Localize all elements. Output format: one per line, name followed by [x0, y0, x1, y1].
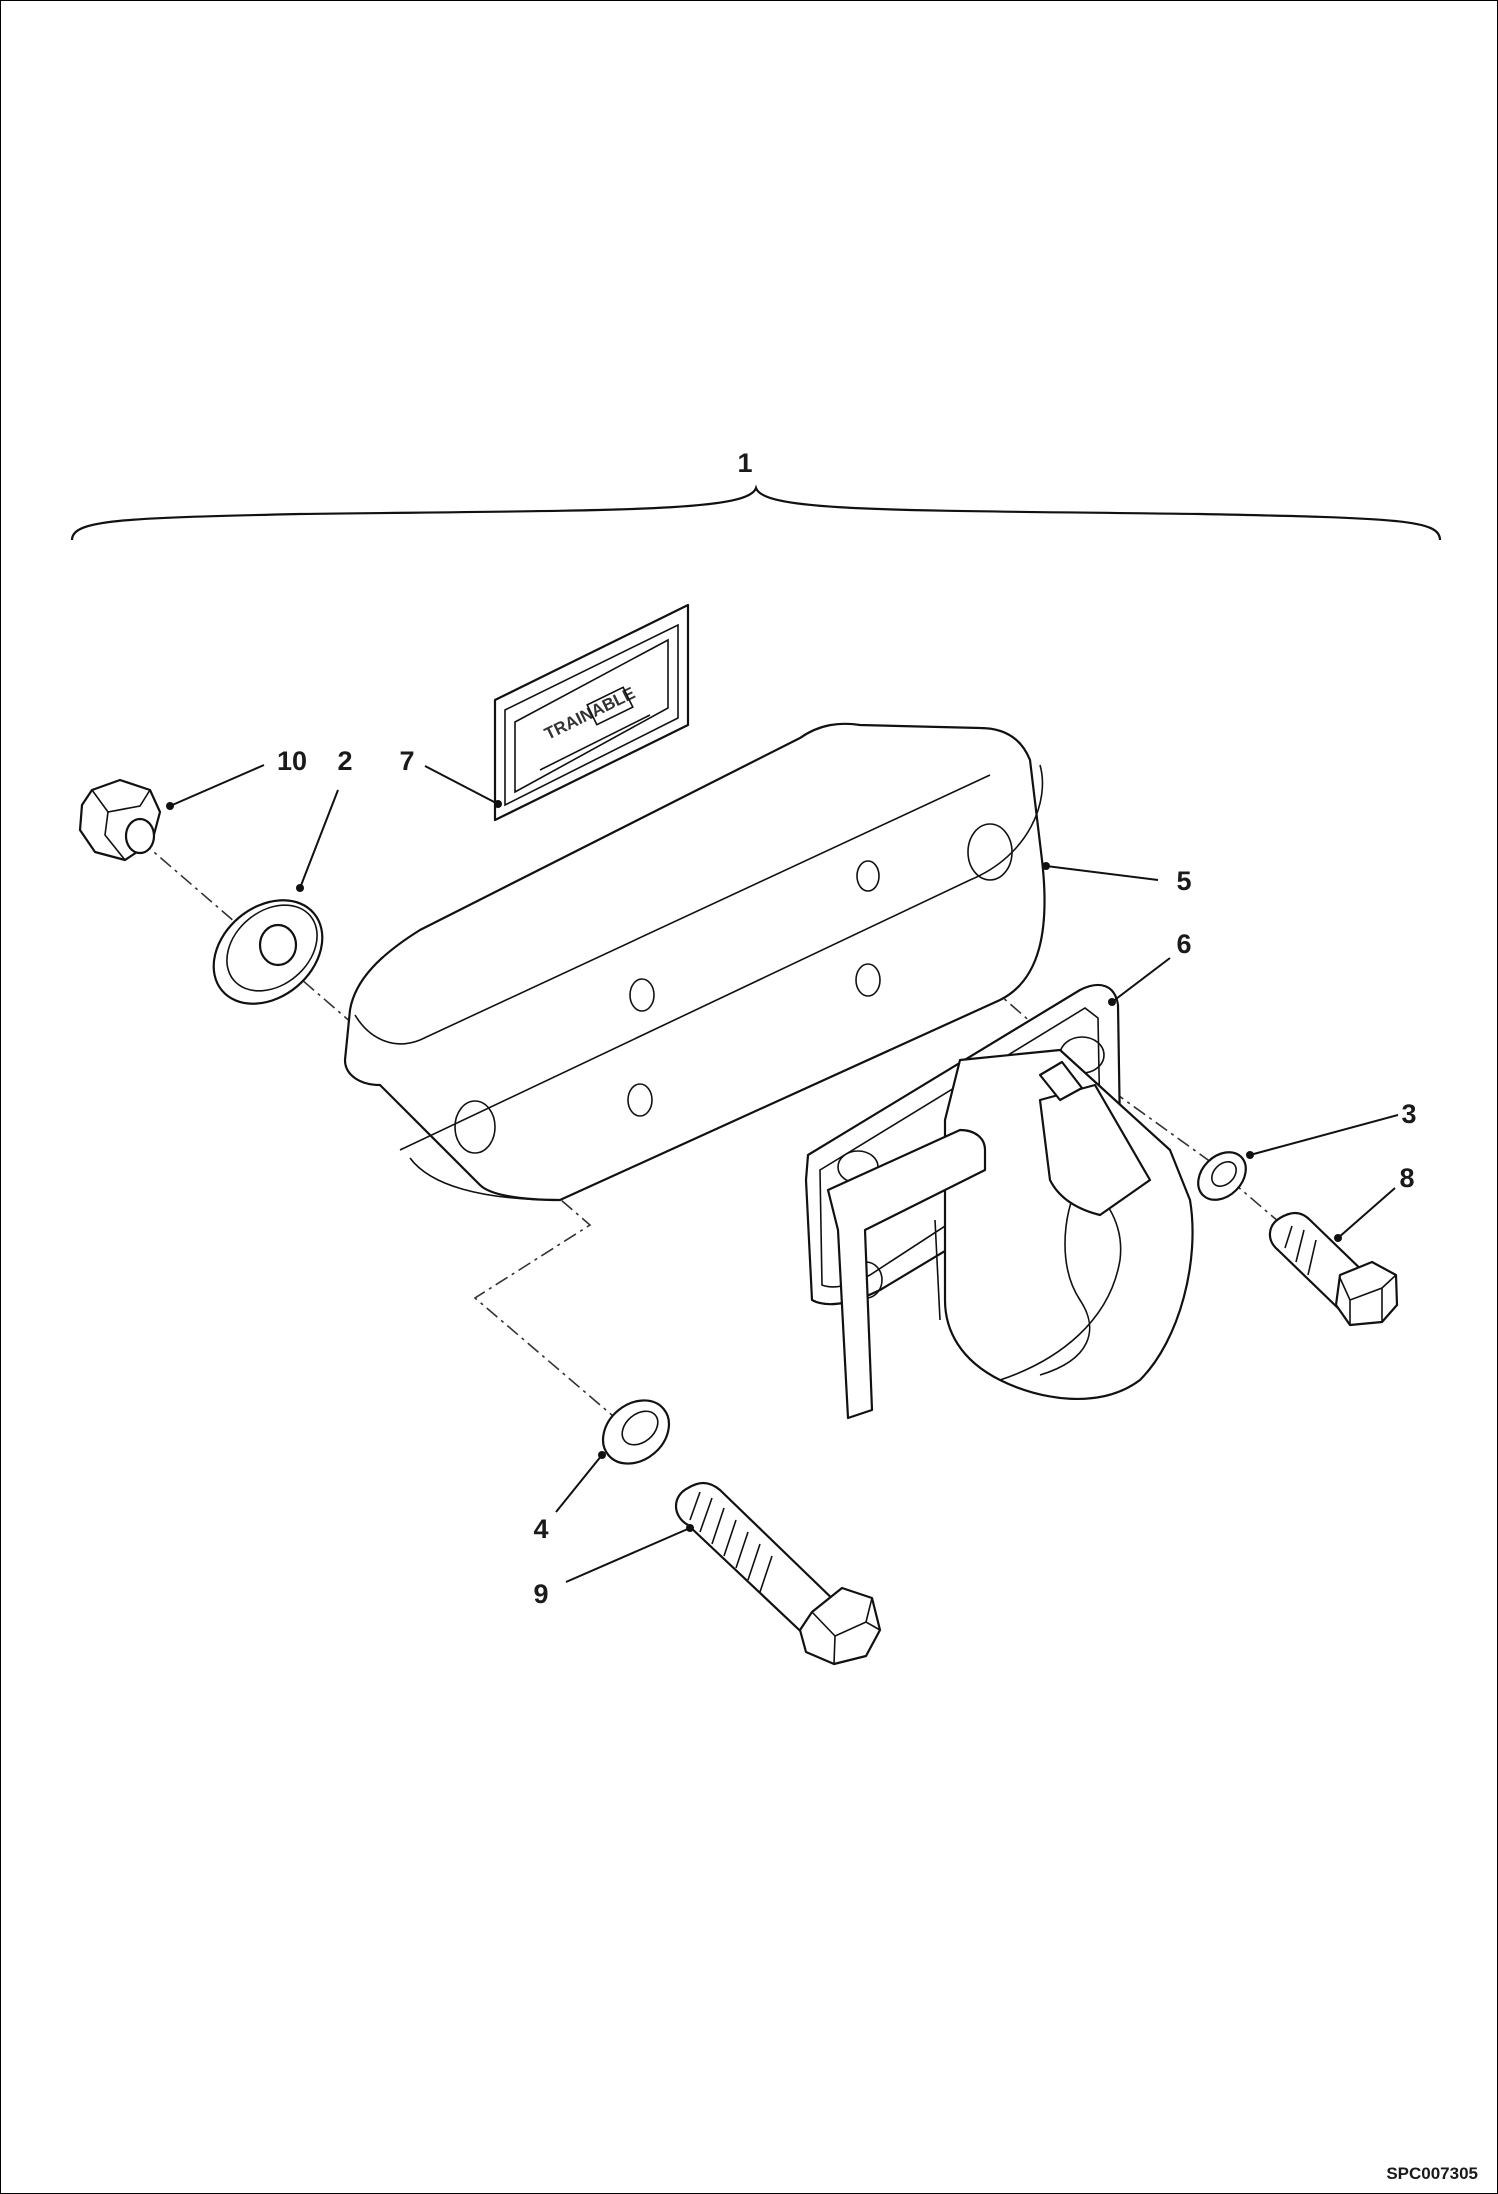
callout-2: 2	[337, 746, 352, 776]
flat-washer	[212, 899, 324, 1005]
callout-5: 5	[1176, 866, 1191, 896]
tow-hook	[804, 983, 1194, 1420]
callout-1: 1	[737, 448, 752, 478]
callout-6: 6	[1176, 929, 1191, 959]
lock-washer-large	[601, 1399, 671, 1465]
callout-3: 3	[1401, 1099, 1416, 1129]
leader-lines	[166, 764, 1399, 1583]
short-bolt	[1268, 1211, 1399, 1327]
callout-9: 9	[533, 1579, 548, 1609]
decal-plate: TRAINABLE	[493, 603, 690, 822]
callout-4: 4	[533, 1514, 548, 1544]
assembly-brace	[70, 484, 1442, 541]
lock-washer-small	[1197, 1151, 1247, 1201]
hex-nut	[78, 778, 162, 862]
mounting-plate	[343, 722, 1046, 1202]
callout-8: 8	[1399, 1163, 1414, 1193]
long-bolt	[674, 1481, 882, 1666]
document-code: SPC007305	[1386, 2164, 1478, 2183]
callout-7: 7	[399, 746, 414, 776]
callout-10: 10	[277, 746, 307, 776]
